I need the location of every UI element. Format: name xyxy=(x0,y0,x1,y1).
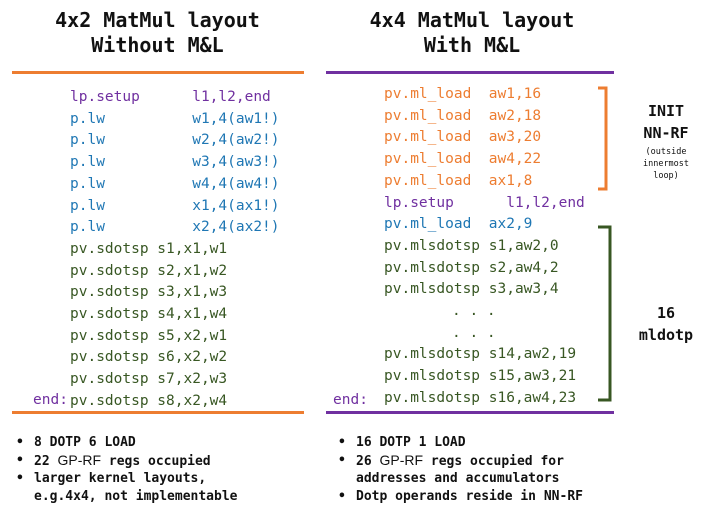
code-line: pv.mlsdotsp s1,aw2,0 xyxy=(384,237,559,254)
code-line: pv.sdotsp s3,x1,w3 xyxy=(70,284,228,301)
code-line: pv.sdotsp s4,x1,w4 xyxy=(70,306,228,323)
right-bullets: •16 DOTP 1 LOAD •26 GP-RF regs occupied … xyxy=(334,434,704,505)
code-line: pv.ml_load aw4,22 xyxy=(384,151,542,168)
right-bullet-2-cont: addresses and accumulators xyxy=(356,471,560,486)
init-label: INIT xyxy=(647,102,685,120)
mldotp-bracket xyxy=(598,225,612,402)
right-bullet-2: •26 GP-RF regs occupied for xyxy=(338,451,564,469)
init-note-line2: innermost xyxy=(642,159,690,169)
code-line: pv.ml_load aw3,20 xyxy=(384,129,542,146)
code-line: p.lw w3,4(aw3!) xyxy=(70,154,280,171)
mldotp-count: 16 xyxy=(656,304,676,322)
code-line: pv.mlsdotsp s2,aw4,2 xyxy=(384,259,559,276)
brackets xyxy=(598,86,612,402)
code-line: p.lw x2,4(ax2!) xyxy=(70,219,280,236)
code-line: pv.sdotsp s6,x2,w2 xyxy=(70,349,228,366)
right-bullet-3: •Dotp operands reside in NN-RF xyxy=(338,488,583,504)
code-line: lp.setup l1,l2,end xyxy=(70,89,271,105)
code-line: pv.mlsdotsp s3,aw3,4 xyxy=(384,281,559,298)
ellipsis-line: . . . xyxy=(452,324,496,341)
right-bottom-divider xyxy=(326,411,614,414)
init-bracket xyxy=(598,86,608,191)
right-end-label: end: xyxy=(333,392,368,408)
code-line: pv.sdotsp s7,x2,w3 xyxy=(70,371,228,388)
code-line: p.lw x1,4(ax1!) xyxy=(70,197,280,214)
left-title-line2: Without M&L xyxy=(91,33,224,57)
code-line: pv.ml_load aw2,18 xyxy=(384,107,542,124)
init-nn-rf-label: INIT NN-RF xyxy=(628,100,704,144)
code-line: pv.sdotsp s2,x1,w2 xyxy=(70,262,228,279)
mldotp-text: mldotp xyxy=(638,326,694,344)
init-note: (outside innermost loop) xyxy=(628,146,704,182)
code-line: lp.setup l1,l2,end xyxy=(384,194,585,211)
ellipsis-line: . . . xyxy=(452,303,496,320)
left-top-divider xyxy=(12,71,304,74)
code-line: pv.sdotsp s8,x2,w4 xyxy=(70,392,228,409)
left-title-line1: 4x2 MatMul layout xyxy=(55,8,260,32)
code-line: pv.sdotsp s1,x1,w1 xyxy=(70,240,228,257)
left-bullet-1: •8 DOTP 6 LOAD xyxy=(16,435,136,450)
code-line: pv.mlsdotsp s14,aw2,19 xyxy=(384,346,577,363)
left-code-block: lp.setup l1,l2,end p.lw w1,4(aw1!) p.lw w2… xyxy=(33,87,280,413)
code-line: pv.mlsdotsp s15,aw3,21 xyxy=(384,368,577,385)
left-title: 4x2 MatMul layout Without M&L xyxy=(0,8,315,58)
right-top-divider xyxy=(326,71,614,74)
code-line: pv.mlsdotsp s16,aw4,23 xyxy=(384,389,577,406)
right-bullet-1: •16 DOTP 1 LOAD xyxy=(338,435,466,450)
right-title-line2: With M&L xyxy=(423,33,521,57)
mldotp-label: 16 mldotp xyxy=(628,302,704,346)
left-bullet-3-cont: e.g.4x4, not implementable xyxy=(34,488,238,504)
code-line: pv.ml_load ax2,9 xyxy=(384,216,533,233)
right-code-block: pv.ml_load aw1,16 pv.ml_load aw2,18 pv.ml_… xyxy=(384,84,585,410)
code-line: p.lw w2,4(aw2!) xyxy=(70,132,280,149)
code-line: pv.ml_load ax1,8 xyxy=(384,172,533,189)
init-note-line1: (outside xyxy=(645,147,687,157)
right-title: 4x4 MatMul layout With M&L xyxy=(322,8,622,58)
code-line: pv.ml_load aw1,16 xyxy=(384,86,542,102)
init-note-line3: loop) xyxy=(653,171,679,181)
nn-rf-label: NN-RF xyxy=(643,124,689,142)
code-line: pv.sdotsp s5,x2,w1 xyxy=(70,327,228,344)
code-line: p.lw w4,4(aw4!) xyxy=(70,175,280,192)
left-end-label: end: xyxy=(33,392,68,408)
right-title-line1: 4x4 MatMul layout xyxy=(369,8,575,32)
code-line: p.lw w1,4(aw1!) xyxy=(70,110,280,127)
left-bottom-divider xyxy=(12,411,304,414)
left-bullet-2: •22 GP-RF regs occupied xyxy=(16,451,211,469)
left-bullet-3: •larger kernel layouts, xyxy=(16,471,207,486)
left-bullets: •8 DOTP 6 LOAD •22 GP-RF regs occupied •… xyxy=(12,434,312,505)
